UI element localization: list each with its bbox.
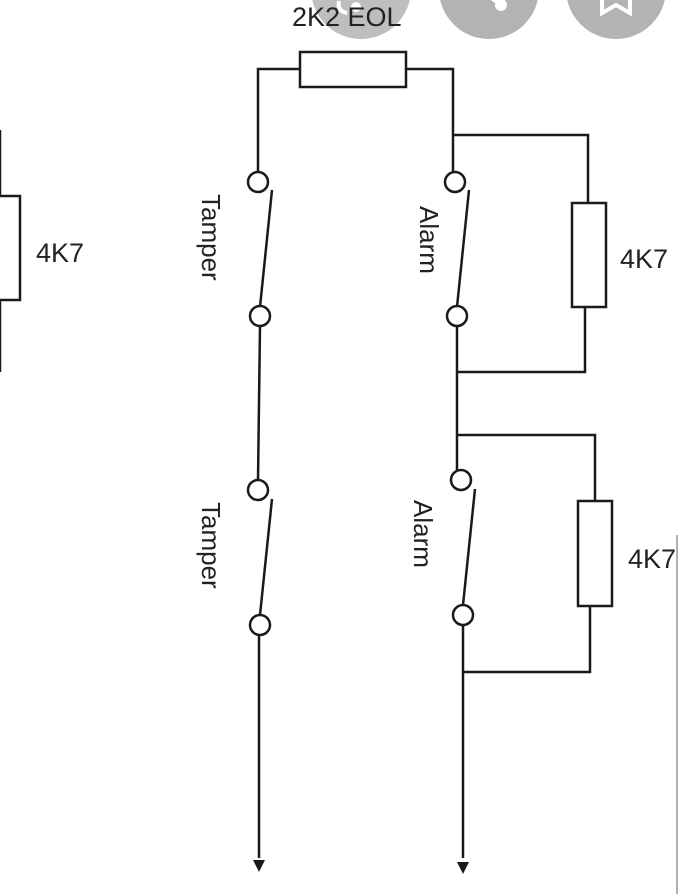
more-button[interactable] <box>311 0 411 39</box>
bookmark-button[interactable] <box>566 0 666 39</box>
lower-alarm-resistor-label: 4K7 <box>628 544 676 574</box>
switch-contact <box>248 613 272 637</box>
alarm-bypass-wire-top <box>457 433 597 501</box>
more-icon <box>336 0 361 15</box>
switch-contact <box>449 468 473 492</box>
upper-alarm-resistor-label: 4K7 <box>620 244 668 274</box>
share-icon <box>490 0 507 11</box>
switch-contact <box>443 170 467 194</box>
left-resistor-label: 4K7 <box>36 238 84 268</box>
eol-resistor <box>298 50 408 89</box>
switch-label-tamper: Tamper <box>196 502 226 589</box>
alarm-bypass-wire-bottom <box>462 606 592 674</box>
switch-contact <box>248 304 272 328</box>
switch-label-tamper: Tamper <box>196 194 226 281</box>
switch-contact <box>246 478 270 502</box>
tamper-switch-blade <box>258 189 274 308</box>
scrollbar[interactable] <box>676 535 678 894</box>
eol-wire-left <box>256 67 300 172</box>
left-resistor <box>0 194 22 302</box>
switch-contact <box>451 603 475 627</box>
switch-contact <box>246 170 270 194</box>
share-button[interactable] <box>439 0 539 39</box>
switch-label-alarm: Alarm <box>414 206 444 274</box>
eol-resistor-label: 2K2 EOL <box>292 2 402 32</box>
eol-wire-right <box>406 67 455 172</box>
tamper-wire <box>256 325 262 481</box>
tamper-output-arrow <box>253 860 265 872</box>
bookmark-icon <box>600 0 632 17</box>
alarm-switch-blade <box>455 189 471 308</box>
alarm-switch-blade <box>461 488 477 606</box>
alarm-output-arrow <box>457 862 469 874</box>
switch-contact <box>445 304 469 328</box>
lower-alarm-resistor <box>576 499 614 608</box>
switch-label-alarm: Alarm <box>408 500 438 568</box>
alarm-bypass-wire-bottom <box>457 307 587 374</box>
alarm-bypass-wire-top <box>453 133 590 203</box>
tamper-switch-blade <box>258 498 274 616</box>
upper-alarm-resistor <box>570 201 608 309</box>
